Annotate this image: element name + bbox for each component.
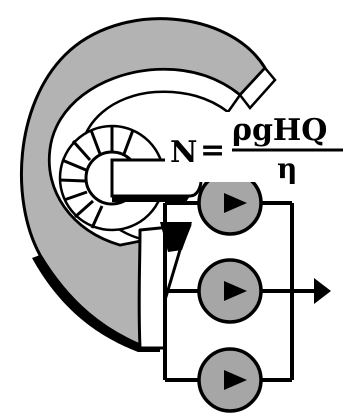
formula-lhs: N bbox=[170, 135, 197, 170]
pump-symbol-bottom bbox=[199, 349, 261, 411]
formula-equals: = bbox=[200, 133, 225, 168]
formula-numerator: ρgHQ bbox=[232, 113, 327, 148]
formula-denominator: η bbox=[277, 152, 297, 185]
power-formula: N = ρgHQ η bbox=[165, 112, 345, 185]
pump-symbol-middle bbox=[199, 260, 261, 322]
flow-arrow-icon bbox=[314, 278, 331, 304]
